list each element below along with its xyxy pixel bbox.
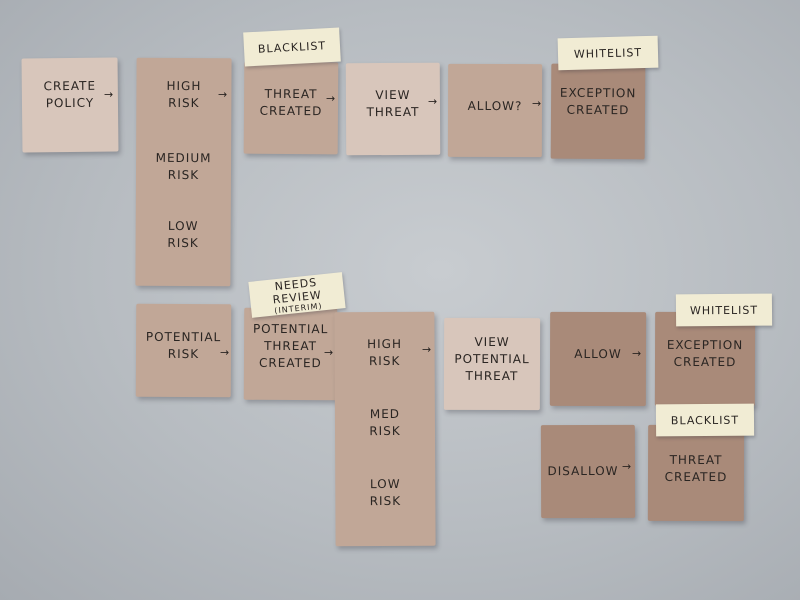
note-label-low-risk: Low Risk <box>167 218 199 251</box>
note-label: Exception Created <box>666 337 744 370</box>
note-label: Allow <box>574 346 622 361</box>
note-label-medium-risk: Medium Risk <box>155 150 212 183</box>
note-allow-question: Allow? <box>447 63 543 158</box>
tag-label: Blacklist <box>257 38 327 56</box>
arrow-icon: → <box>422 343 432 356</box>
note-threat-created: Threat Created <box>243 61 339 155</box>
note-label-high-risk: High Risk <box>367 336 403 369</box>
note-label: Allow? <box>467 98 523 114</box>
note-label: Potential Risk <box>145 329 222 361</box>
arrow-icon: → <box>622 460 632 473</box>
note-label-med-risk: Med Risk <box>369 406 401 439</box>
note-label-high-risk: High Risk <box>166 78 202 111</box>
tag-label: Whitelist <box>689 303 759 317</box>
note-view-threat: View Threat <box>345 62 441 156</box>
tag-blacklist-2: Blacklist <box>655 403 755 437</box>
note-label: Create Policy <box>43 78 97 111</box>
note-label: Potential Threat Created <box>252 321 329 370</box>
arrow-icon: → <box>104 88 114 101</box>
tag-whitelist-2: Whitelist <box>675 293 773 327</box>
note-view-potential-threat: View Potential Threat <box>443 317 541 411</box>
note-label: Threat Created <box>664 452 728 485</box>
tag-label: Blacklist <box>670 413 740 427</box>
arrow-icon: → <box>428 95 438 108</box>
note-label: View Threat <box>366 87 420 120</box>
tag-label: Whitelist <box>573 45 643 61</box>
tag-whitelist: Whitelist <box>557 35 659 71</box>
note-threat-created-2: Threat Created <box>647 424 745 522</box>
note-exception-created: Exception Created <box>550 63 646 160</box>
note-label: Threat Created <box>259 86 323 119</box>
tag-blacklist: Blacklist <box>243 27 341 67</box>
arrow-icon: → <box>532 97 542 110</box>
note-label: View Potential Threat <box>454 334 530 383</box>
arrow-icon: → <box>632 347 642 360</box>
note-create-policy: Create Policy <box>21 57 119 153</box>
note-column-risk-levels-2: High Risk Med Risk Low Risk <box>334 311 436 547</box>
note-label: Exception Created <box>559 85 637 117</box>
arrow-icon: → <box>218 88 228 101</box>
note-label: Disallow <box>547 463 619 479</box>
note-disallow: Disallow <box>540 424 636 519</box>
arrow-icon: → <box>324 346 334 359</box>
arrow-icon: → <box>326 92 336 105</box>
note-potential-risk: Potential Risk <box>135 303 232 398</box>
arrow-icon: → <box>220 346 230 359</box>
note-label-low-risk: Low Risk <box>369 476 402 509</box>
